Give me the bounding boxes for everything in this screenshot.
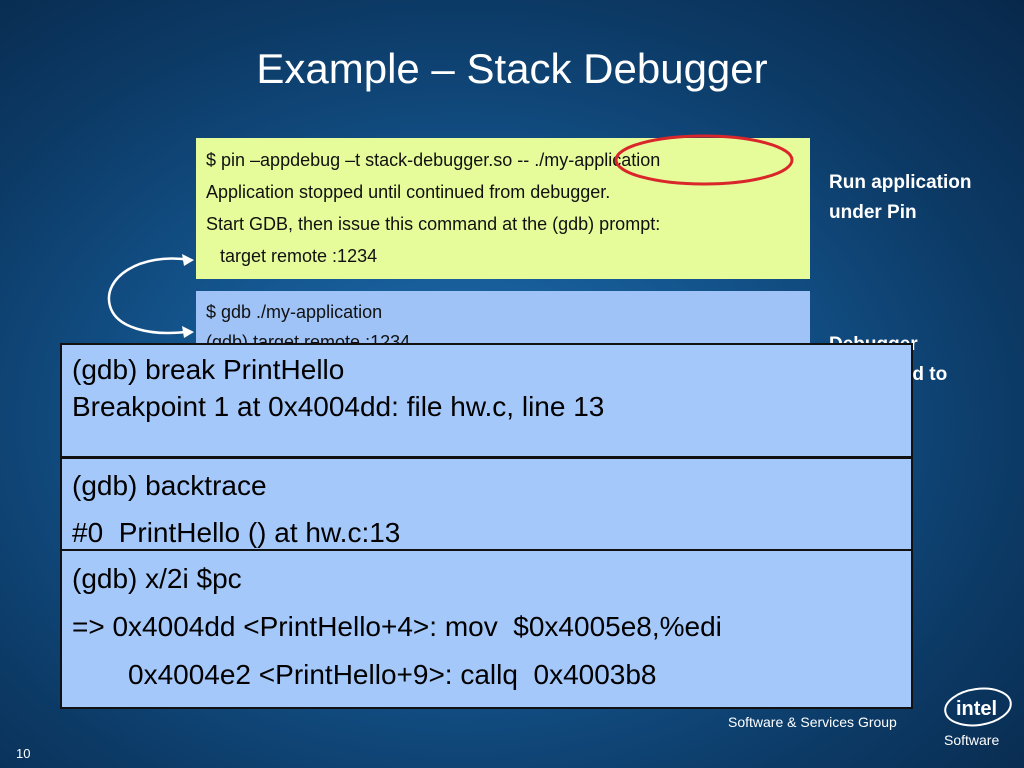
gdb-disasm-command: (gdb) x/2i $pc xyxy=(72,563,242,594)
slide-title: Example – Stack Debugger xyxy=(256,45,768,92)
connection-arrow-icon xyxy=(107,254,194,338)
intel-logo: intel Software xyxy=(938,685,1016,751)
gdb-start-line: $ gdb ./my-application xyxy=(206,302,383,322)
gdb-backtrace-frame: #0 PrintHello () at hw.c:13 xyxy=(72,517,401,548)
gdb-disasm-next: 0x4004e2 <PrintHello+9>: callq 0x4003b8 xyxy=(128,659,657,690)
gdb-break-command: (gdb) break PrintHello xyxy=(72,354,345,385)
pin-command-line: $ pin –appdebug –t stack-debugger.so -- … xyxy=(206,150,661,170)
gdb-backtrace-command: (gdb) backtrace xyxy=(72,470,267,501)
pin-status-line: Application stopped until continued from… xyxy=(206,182,611,202)
svg-text:Software: Software xyxy=(944,732,999,748)
intel-swirl-icon: intel Software xyxy=(944,687,1012,748)
run-under-pin-note: Run application under Pin xyxy=(829,172,972,223)
gdb-break-box: (gdb) break PrintHello Breakpoint 1 at 0… xyxy=(60,343,913,458)
pin-instruction-line: Start GDB, then issue this command at th… xyxy=(206,214,661,234)
gdb-backtrace-box: (gdb) backtrace #0 PrintHello () at hw.c… xyxy=(60,457,913,551)
pin-target-line: target remote :1234 xyxy=(220,246,378,266)
svg-text:intel: intel xyxy=(956,698,997,720)
pin-command-box: $ pin –appdebug –t stack-debugger.so -- … xyxy=(196,138,810,279)
page-number: 10 xyxy=(16,746,31,761)
gdb-break-result: Breakpoint 1 at 0x4004dd: file hw.c, lin… xyxy=(72,391,605,422)
gdb-disasm-current: => 0x4004dd <PrintHello+4>: mov $0x4005e… xyxy=(72,611,722,642)
gdb-disasm-box: (gdb) x/2i $pc => 0x4004dd <PrintHello+4… xyxy=(60,549,913,709)
footer-group-label: Software & Services Group xyxy=(728,714,897,730)
highlight-ellipse xyxy=(614,134,794,186)
